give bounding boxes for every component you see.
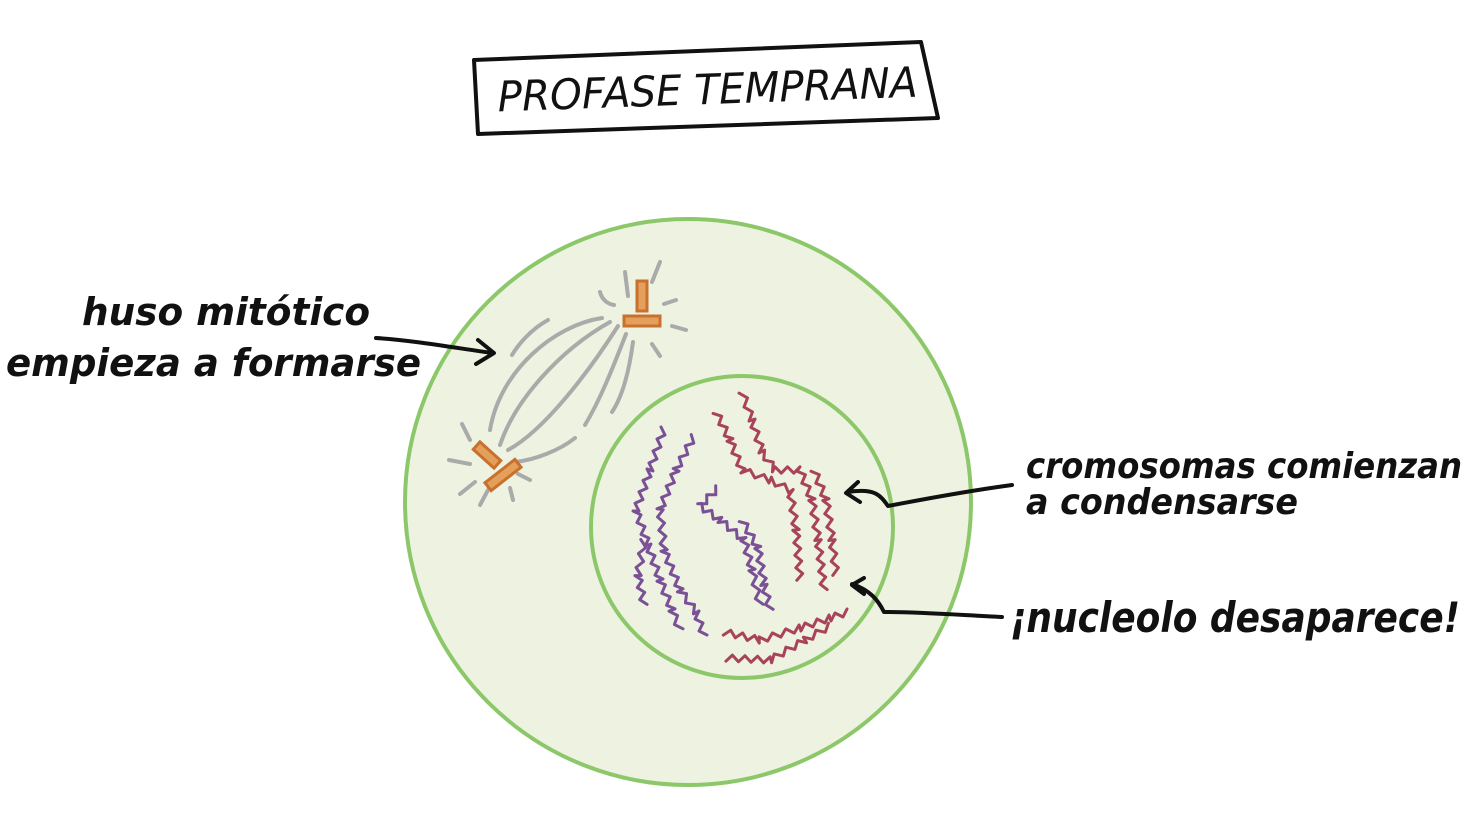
chromosome-purple-5 — [633, 538, 649, 606]
nucleolus-label: ¡nucleolo desaparece! — [1010, 593, 1460, 642]
mitotic-spindle — [447, 260, 688, 507]
centrosome-lower — [471, 439, 524, 493]
centrosome-upper — [622, 279, 662, 328]
chromosome-purple-1 — [631, 425, 685, 631]
chromosome-purple-3 — [696, 484, 765, 606]
nucleolus-arrow — [850, 576, 1004, 619]
chromosomes-label-group: cromosomas comienzan a condensarse — [844, 446, 1462, 523]
chromosome-red-5 — [809, 469, 840, 577]
spindle-label-group: huso mitótico empieza a formarse — [6, 290, 496, 385]
spindle-label-line1: huso mitótico — [82, 290, 370, 334]
chromosome-purple-2 — [655, 433, 709, 637]
chromosomes — [631, 391, 849, 665]
spindle-label-line2: empieza a formarse — [6, 341, 421, 385]
nucleolus-label-group: ¡nucleolo desaparece! — [850, 576, 1460, 642]
chromosome-purple-4 — [737, 520, 775, 611]
title-box: PROFASE TEMPRANA — [472, 40, 940, 136]
chromosomes-arrow — [844, 480, 1014, 508]
chromosomes-label-line2: a condensarse — [1026, 482, 1298, 523]
chromosome-red-3 — [721, 607, 849, 645]
spindle-arrow — [374, 336, 496, 366]
chromosomes-label-line1: cromosomas comienzan — [1026, 446, 1462, 487]
chromosome-red-4 — [724, 621, 830, 665]
nuclear-envelope — [589, 374, 895, 680]
cell-membrane — [403, 217, 973, 787]
chromosome-red-2 — [711, 411, 805, 582]
chromosome-red-1 — [737, 391, 829, 592]
